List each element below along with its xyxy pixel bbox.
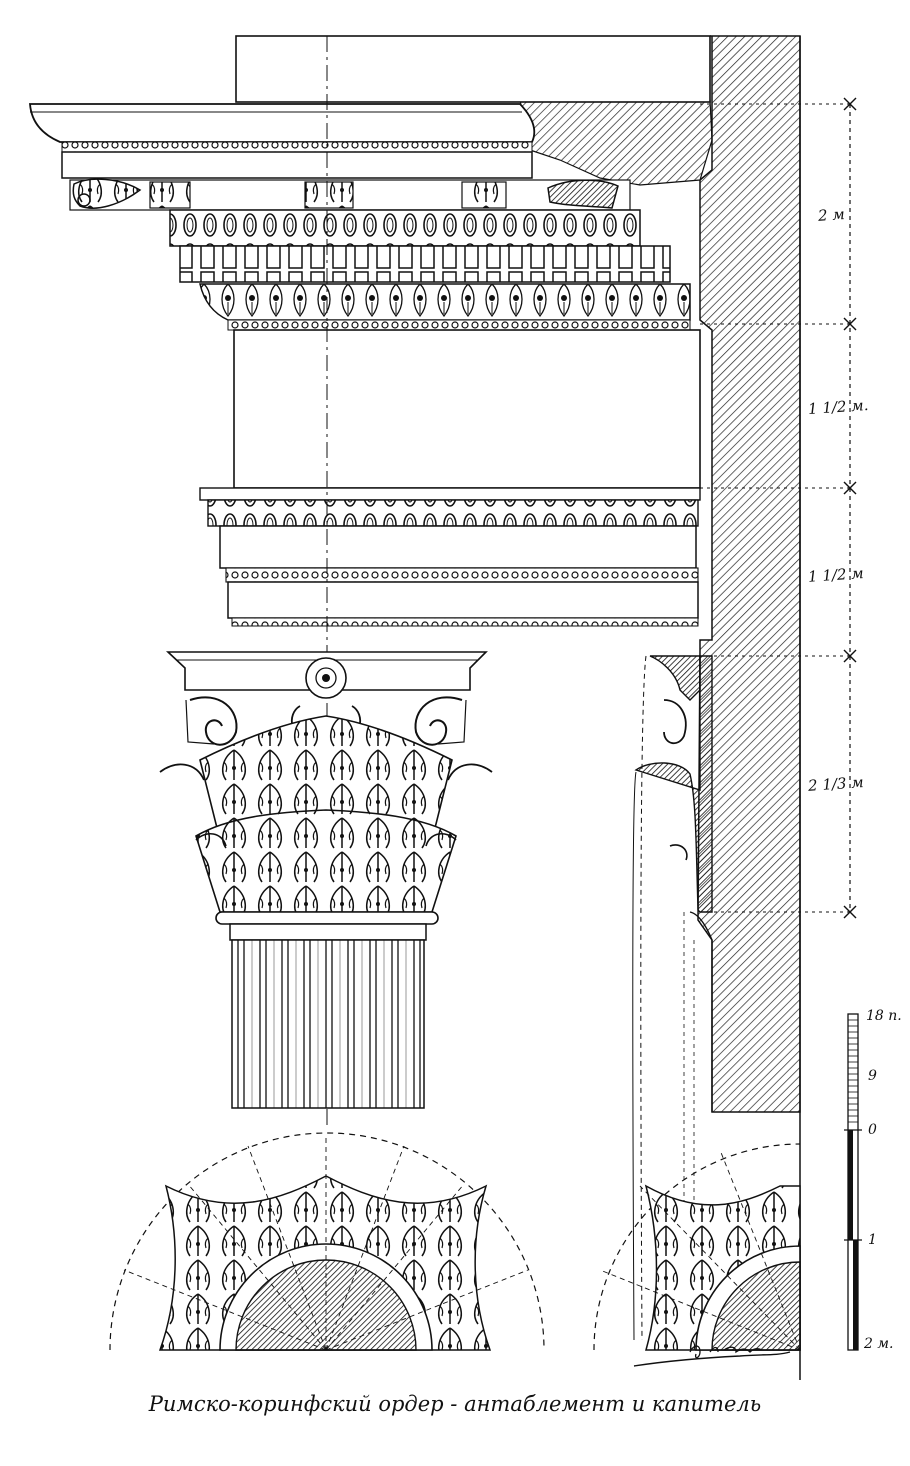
dimension-cornice-label: 2 м: [817, 205, 846, 225]
scale-label-top: 18 п.: [866, 1008, 902, 1024]
capital: [159, 651, 493, 925]
capital-plan-left: [109, 1132, 545, 1351]
scale-bar: [844, 1013, 862, 1351]
capital-plan-right: [593, 1143, 801, 1351]
wall-section: [519, 35, 801, 1380]
scale-label-0: 0: [868, 1122, 877, 1138]
scale-label-1: 1: [868, 1232, 877, 1248]
attic-block: [235, 35, 711, 103]
column-shaft: [229, 923, 427, 1109]
scale-label-9: 9: [868, 1068, 877, 1084]
modillions: [69, 178, 631, 211]
architrave: [199, 487, 701, 627]
frieze: [233, 329, 701, 489]
dimension-line: [700, 97, 857, 919]
cornice: [29, 103, 691, 331]
signature: [633, 1345, 791, 1367]
figure-caption: Римско-коринфский ордер - антаблемент и …: [148, 1392, 762, 1416]
capital-profile: [632, 655, 713, 1341]
scale-label-bottom: 2 м.: [864, 1336, 894, 1352]
